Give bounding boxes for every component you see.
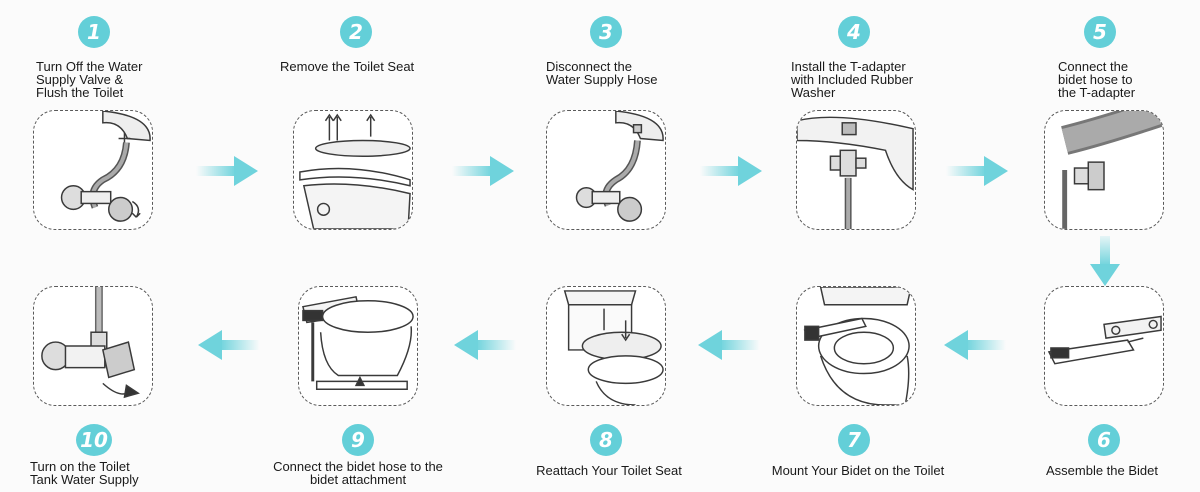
- step-number-badge: 10: [76, 424, 112, 456]
- step-illustration-remove-seat: [293, 110, 413, 230]
- step-label: Install the T-adapter with Included Rubb…: [791, 59, 914, 100]
- step-illustration-turn-on-water: [33, 286, 153, 406]
- step-illustration-assemble-bidet: [1044, 286, 1164, 406]
- step-label: Reattach Your Toilet Seat: [536, 463, 682, 478]
- step-label: Remove the Toilet Seat: [280, 59, 415, 74]
- left-arrow: [942, 328, 1006, 362]
- left-arrow: [452, 328, 516, 362]
- step-number-badge: 3: [590, 16, 622, 48]
- left-arrow: [196, 328, 260, 362]
- step-number-badge: 5: [1084, 16, 1116, 48]
- down-arrow: [1088, 236, 1122, 288]
- step-illustration-connect-bidet-hose: [1044, 110, 1164, 230]
- step-number-badge: 6: [1088, 424, 1120, 456]
- step-number-badge: 7: [838, 424, 870, 456]
- step-illustration-reattach-seat: [546, 286, 666, 406]
- step-illustration-t-adapter: [796, 110, 916, 230]
- step-illustration-disconnect-hose: [546, 110, 666, 230]
- step-number-badge: 9: [342, 424, 374, 456]
- left-arrow: [696, 328, 760, 362]
- step-number-badge: 4: [838, 16, 870, 48]
- step-label: Turn on the Toilet Tank Water Supply: [30, 459, 139, 487]
- right-arrow: [946, 154, 1010, 188]
- step-label: Connect the bidet hose to the T-adapter: [1058, 59, 1136, 100]
- step-label: Disconnect the Water Supply Hose: [546, 59, 658, 87]
- right-arrow: [700, 154, 764, 188]
- right-arrow: [452, 154, 516, 188]
- step-number-badge: 8: [590, 424, 622, 456]
- step-number-badge: 2: [340, 16, 372, 48]
- step-label: Connect the bidet hose to the bidet atta…: [273, 459, 443, 487]
- step-label: Mount Your Bidet on the Toilet: [771, 463, 945, 478]
- step-illustration-shutoff-valve: [33, 110, 153, 230]
- step-illustration-mount-bidet: [796, 286, 916, 406]
- step-label: Assemble the Bidet: [1045, 463, 1158, 478]
- step-number-badge: 1: [78, 16, 110, 48]
- step-illustration-connect-bidet-attachment: [298, 286, 418, 406]
- right-arrow: [196, 154, 260, 188]
- step-label: Turn Off the Water Supply Valve & Flush …: [36, 59, 143, 100]
